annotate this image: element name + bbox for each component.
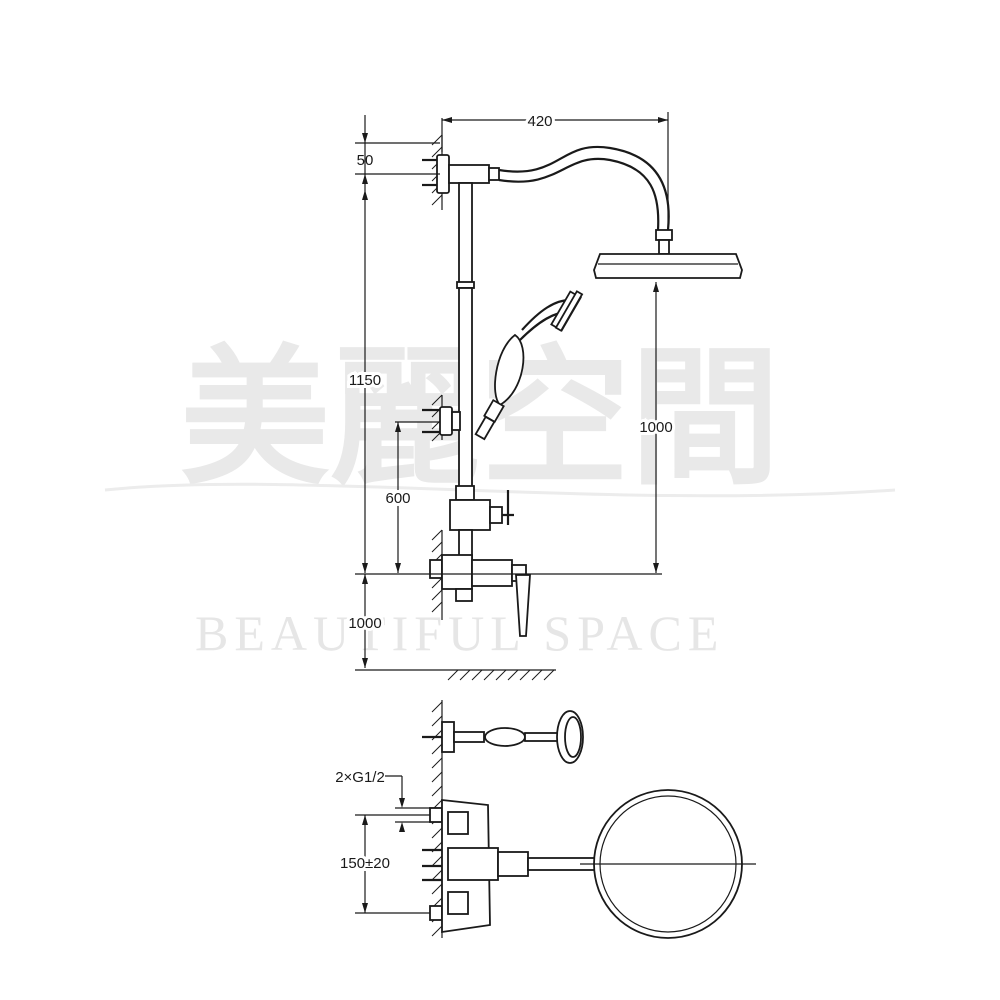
dim-inlet-spacing: 150±20 (340, 855, 390, 872)
dim-inlet: 2×G1/2 (335, 769, 385, 786)
dim-height-bracket: 600 (385, 490, 410, 507)
dim-height-floor: 1000 (348, 615, 381, 632)
watermark-latin: BEAUTIFUL SPACE (195, 605, 724, 661)
dim-width-top: 420 (527, 113, 552, 130)
hand-shower (474, 290, 584, 441)
side-view (422, 134, 743, 681)
dim-height-total: 1150 (349, 372, 381, 389)
watermark: 美麗空間 BEAUTIFUL SPACE (104, 330, 896, 661)
dim-height-head: 1000 (639, 419, 672, 436)
dimension-lines: 420 50 1150 1000 600 1000 (345, 110, 676, 671)
dim-offset-top: 50 (357, 152, 374, 169)
watermark-cjk: 美麗空間 (180, 330, 780, 506)
top-view: 2×G1/2 150±20 (335, 700, 756, 939)
